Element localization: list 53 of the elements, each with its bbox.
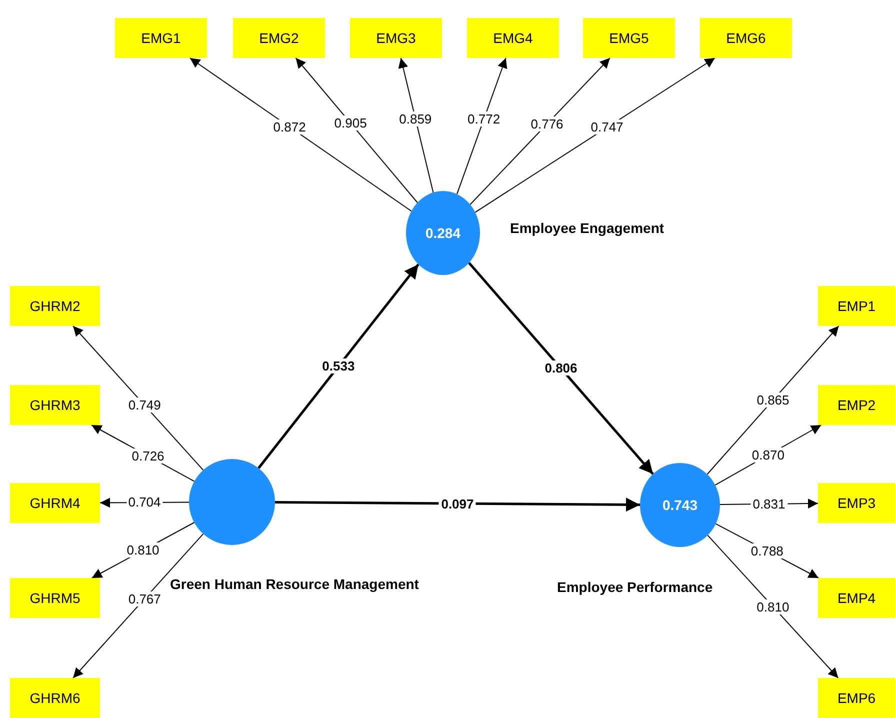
edge-label: 0.905	[332, 116, 369, 131]
indicator-box: EMP2	[818, 385, 895, 425]
indicator-box: EMG5	[583, 18, 675, 58]
indicator-box: EMG3	[350, 18, 442, 58]
node-caption: Employee Performance	[557, 579, 713, 595]
edge-label: 0.831	[750, 496, 788, 512]
edge-label: 0.704	[126, 494, 163, 510]
indicator-box: GHRM5	[10, 578, 100, 618]
edge-label: 0.806	[542, 360, 580, 376]
indicator-box: EMP4	[818, 578, 895, 618]
indicator-box: GHRM6	[10, 678, 100, 718]
indicator-box: EMP6	[818, 678, 895, 718]
indicator-box: EMG1	[115, 18, 207, 58]
arrow	[468, 262, 654, 475]
arrow	[275, 498, 640, 512]
arrow	[474, 58, 716, 213]
indicator-box: EMP3	[818, 483, 895, 523]
indicator-box: EMG2	[233, 18, 325, 58]
edge-label: 0.788	[748, 543, 786, 558]
arrow	[72, 533, 204, 678]
indicator-box: GHRM3	[10, 385, 100, 425]
indicator-box: EMG4	[467, 18, 559, 58]
latent-variable-circle: 0.284	[406, 191, 480, 275]
arrow	[456, 58, 508, 195]
node-caption: Green Human Resource Management	[170, 576, 419, 592]
arrow	[706, 326, 840, 475]
indicator-box: GHRM4	[10, 483, 100, 523]
edge-label: 0.872	[271, 119, 308, 134]
arrow	[470, 58, 610, 205]
arrow	[258, 264, 420, 469]
arrow	[707, 534, 839, 678]
edge-label: 0.859	[397, 111, 434, 126]
arrow	[72, 326, 204, 471]
latent-variable-circle: 0.743	[640, 463, 720, 547]
edge-label: 0.810	[124, 542, 162, 558]
arrow	[398, 58, 434, 193]
edge-label: 0.097	[439, 496, 476, 511]
indicator-box: EMP1	[818, 286, 895, 326]
edge-label: 0.749	[126, 398, 163, 413]
edge-label: 0.747	[588, 120, 626, 135]
indicator-box: EMG6	[700, 18, 792, 58]
edge-label: 0.772	[466, 112, 502, 127]
indicator-box: GHRM2	[10, 286, 100, 326]
arrow	[189, 58, 412, 212]
edge-label: 0.767	[126, 591, 163, 606]
arrow	[295, 58, 418, 204]
node-caption: Employee Engagement	[510, 220, 664, 236]
edge-label: 0.865	[754, 392, 792, 408]
edge-label: 0.533	[320, 358, 357, 374]
edge-label: 0.776	[528, 116, 566, 132]
edge-label: 0.726	[130, 448, 166, 464]
edge-label: 0.810	[754, 599, 792, 614]
edge-label: 0.870	[750, 448, 786, 463]
